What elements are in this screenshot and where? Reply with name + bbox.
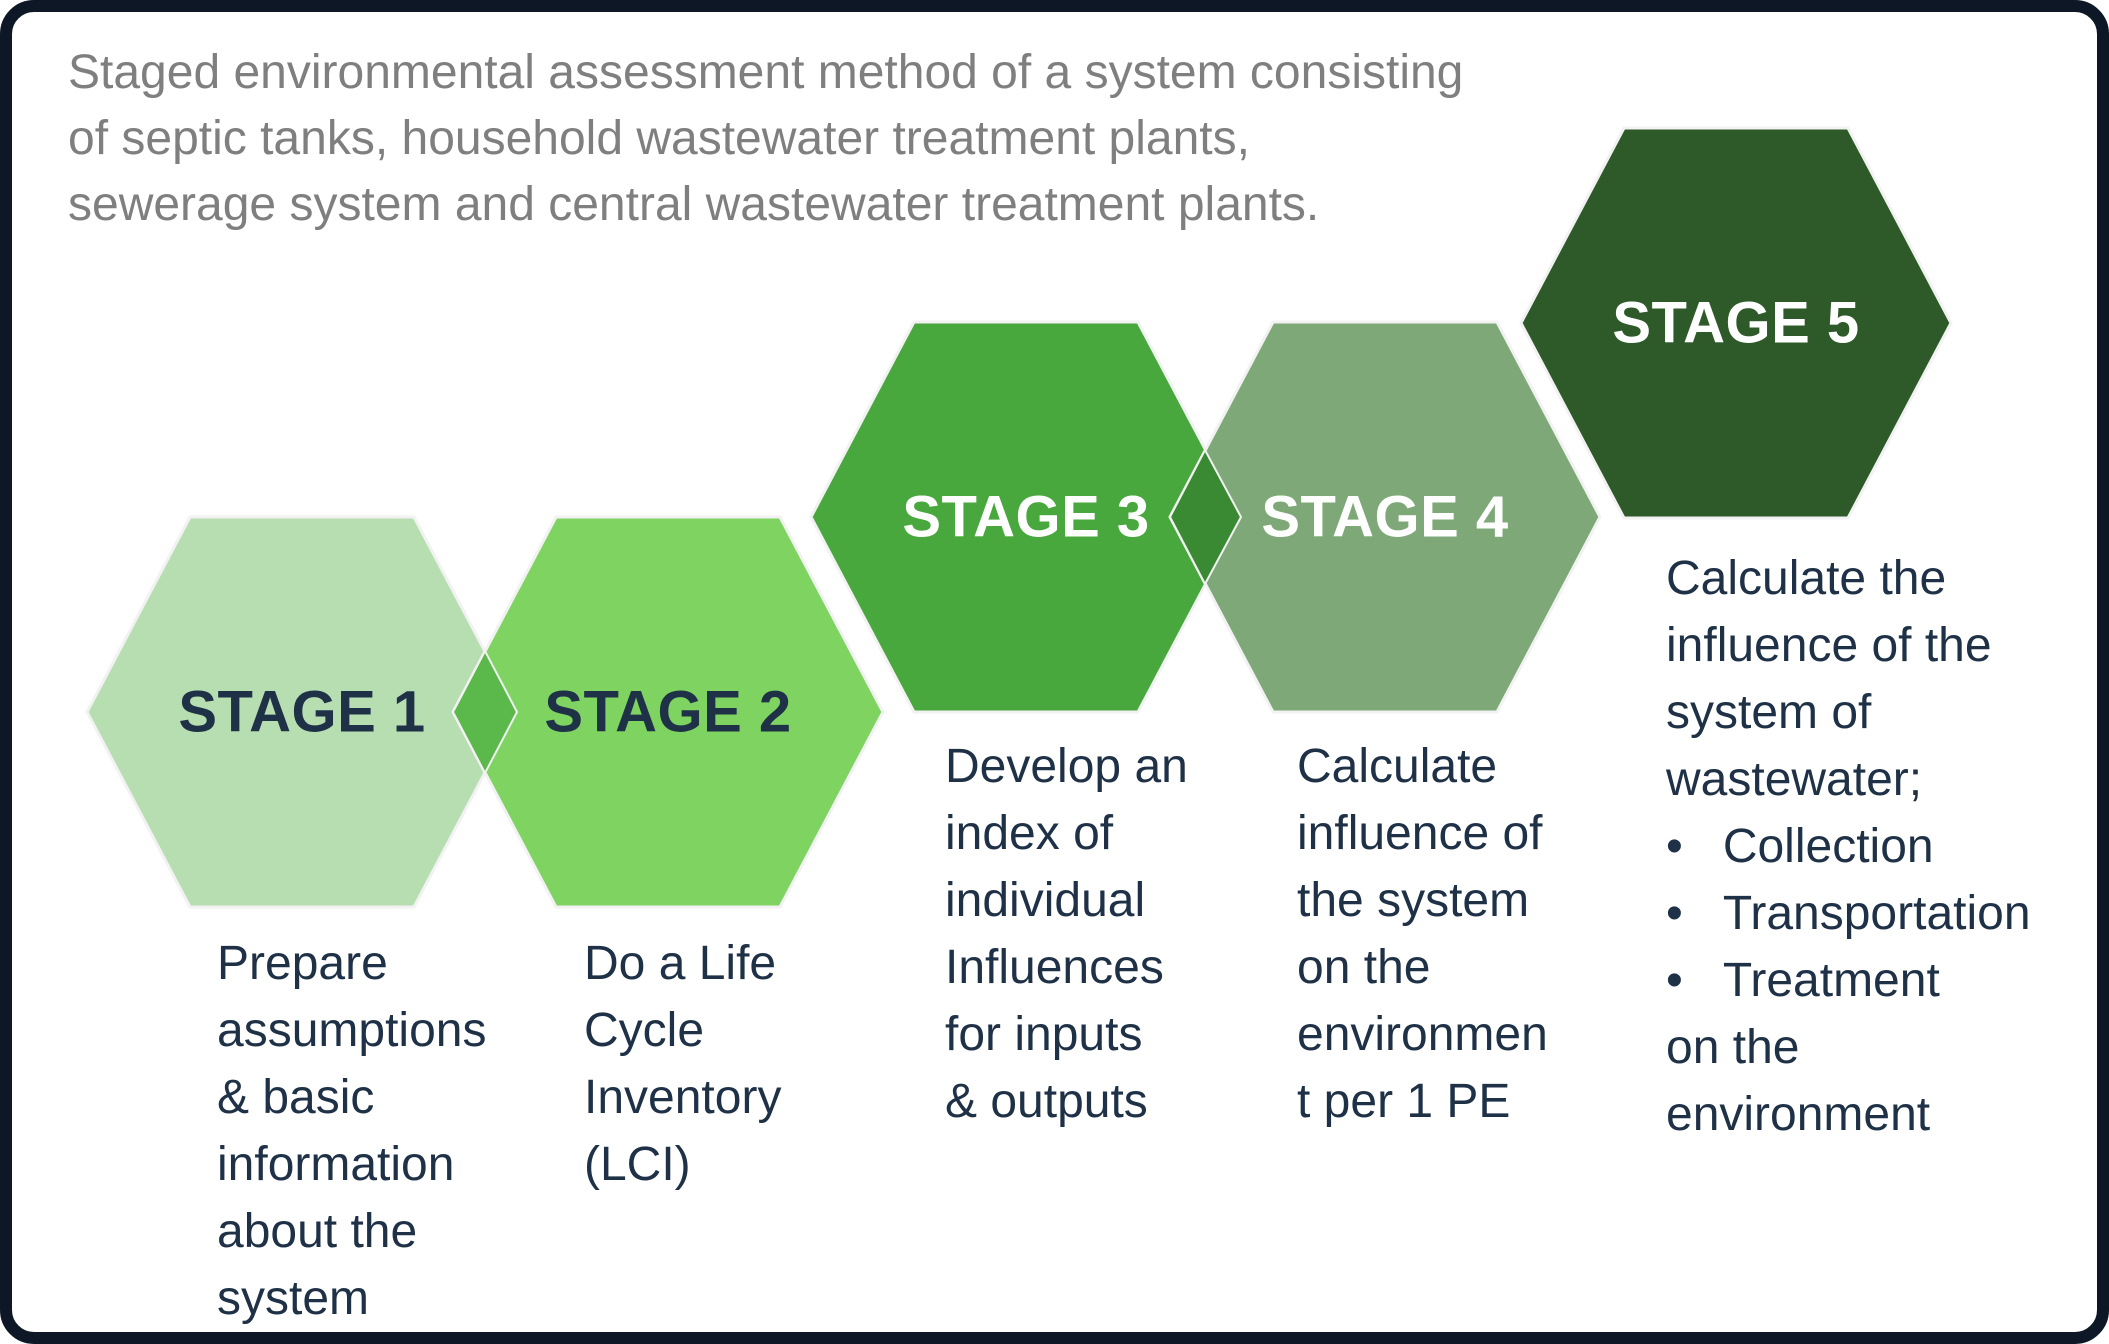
stage-5-label: STAGE 5 <box>1612 290 1860 356</box>
stage-4-label: STAGE 4 <box>1261 484 1509 550</box>
stage-1-2-overlap-diamond <box>451 648 519 776</box>
stage-5-hexagon <box>1519 126 1953 520</box>
stage-4-description: Calculate influence of the system on the… <box>1297 740 1548 1128</box>
stage-3-4-overlap-diamond <box>1168 447 1243 587</box>
stage-5-description: Calculate the influence of the system of… <box>1666 552 2031 1141</box>
stage-1-description: Prepare assumptions & basic information … <box>217 937 487 1325</box>
stage-2-label: STAGE 2 <box>544 679 792 745</box>
stage-2-description: Do a Life Cycle Inventory (LCI) <box>584 937 782 1191</box>
stage-3-description: Develop an index of individual Influence… <box>945 740 1188 1128</box>
stage-4-hexagon <box>1168 320 1602 714</box>
diagram-title: Staged environmental assessment method o… <box>68 46 1464 231</box>
stage-2-hexagon <box>451 515 885 909</box>
stage-3-label: STAGE 3 <box>902 484 1150 550</box>
hexagon-graphics <box>85 126 1953 909</box>
stage-1-label: STAGE 1 <box>178 679 426 745</box>
